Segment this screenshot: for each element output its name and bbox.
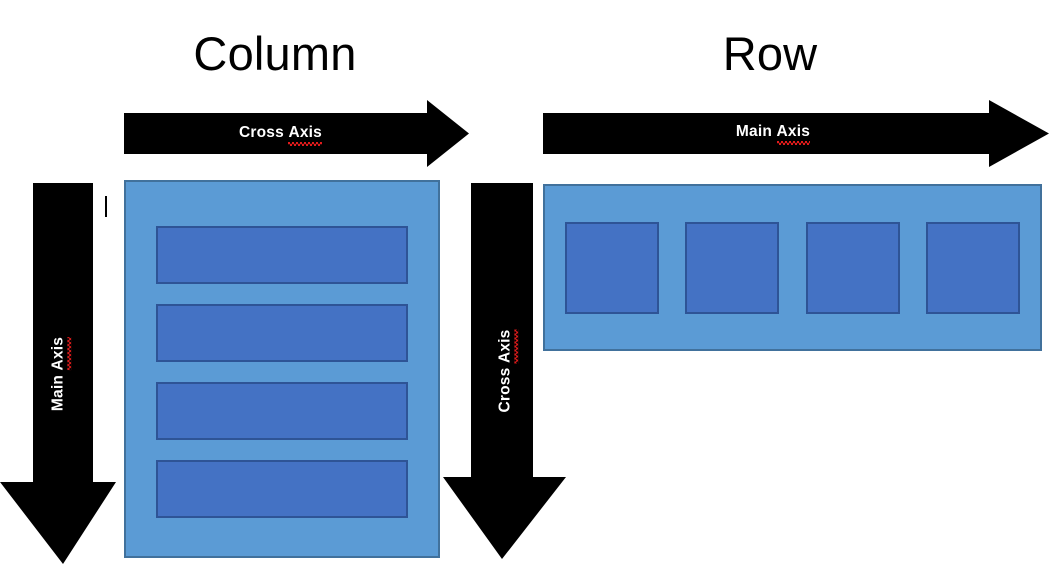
column-flex-item [156, 304, 408, 362]
arrow-down-icon [0, 183, 116, 564]
column-main-axis-arrow-vertical: Main Axis [0, 183, 116, 564]
row-cross-axis-arrow-vertical: Cross Axis [443, 183, 566, 559]
row-flex-container [543, 184, 1042, 351]
column-cross-axis-label: Cross Axis [124, 124, 437, 145]
arrow-down-icon [443, 183, 566, 559]
row-flex-item [565, 221, 659, 314]
row-main-axis-label-suffix: Axis [776, 123, 811, 144]
column-flex-item [156, 460, 408, 518]
row-flex-item [925, 221, 1020, 314]
column-cross-axis-label-prefix: Cross [239, 124, 289, 141]
column-section-title: Column [193, 27, 357, 80]
text-caret-artifact [105, 196, 107, 217]
column-flex-container [124, 180, 440, 558]
row-main-axis-arrow-horizontal: Main Axis [543, 100, 1049, 167]
row-cross-axis-label-suffix: Axis [495, 329, 513, 364]
column-main-axis-label-suffix: Axis [49, 336, 67, 370]
row-flex-item [685, 221, 780, 314]
row-main-axis-label-prefix: Main [735, 123, 777, 140]
column-flex-item [156, 226, 408, 284]
column-flex-item [156, 382, 408, 440]
column-cross-axis-arrow-horizontal: Cross Axis [124, 100, 469, 167]
arrow-right-icon [543, 100, 1049, 167]
column-main-axis-label-prefix: Main [49, 369, 67, 411]
row-cross-axis-label: Cross Axis [495, 329, 513, 413]
arrow-right-icon [124, 100, 469, 167]
column-cross-axis-label-suffix: Axis [288, 124, 322, 145]
column-main-axis-label: Main Axis [49, 336, 67, 411]
row-main-axis-label: Main Axis [543, 123, 1003, 144]
row-section-title: Row [722, 27, 818, 80]
row-cross-axis-label-prefix: Cross [495, 363, 513, 413]
row-flex-item [805, 221, 900, 314]
